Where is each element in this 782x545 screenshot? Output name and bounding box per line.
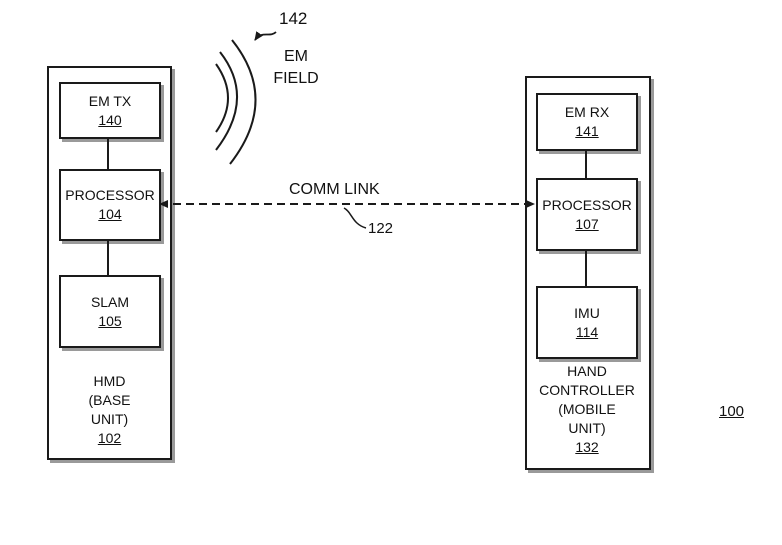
controller-ref: 132 [575,439,599,455]
system-ref: 100 [719,403,745,420]
em-tx-box: EM TX 140 [59,82,161,139]
comm-link-ref: 122 [368,220,394,237]
controller-unit-label: HAND CONTROLLER (MOBILE UNIT) 132 [526,362,648,457]
hmd-processor-box: PROCESSOR 104 [59,169,161,241]
hmd-processor-ref: 104 [98,206,122,222]
em-tx-ref: 140 [98,111,122,128]
em-field-arc-middle [215,51,239,151]
imu-label: IMU [574,304,600,321]
hmd-connector-top [107,138,109,169]
comm-link-leader [343,207,367,229]
controller-processor-ref: 107 [575,215,599,232]
hmd-processor-label: PROCESSOR [65,187,155,203]
em-field-arc-inner [215,63,229,133]
em-rx-box: EM RX 141 [536,93,638,151]
controller-processor-label: PROCESSOR [542,196,632,213]
imu-ref: 114 [575,323,599,340]
em-field-label: EM FIELD [273,48,319,87]
hmd-unit-label: HMD (BASE UNIT) 102 [49,372,170,448]
comm-link-label: COMM LINK [289,181,380,198]
slam-box: SLAM 105 [59,275,161,348]
controller-connector-bottom [585,250,587,286]
controller-connector-top [585,150,587,178]
imu-box: IMU 114 [536,286,638,359]
hmd-connector-bottom [107,240,109,275]
hmd-ref: 102 [97,430,122,446]
em-rx-label: EM RX [564,104,610,120]
em-field-arc-outer [229,39,257,165]
slam-ref: 105 [98,312,122,329]
em-rx-ref: 141 [575,123,599,139]
controller-processor-box: PROCESSOR 107 [536,178,638,251]
em-field-ref: 142 [279,9,308,28]
slam-label: SLAM [90,293,130,310]
em-field-leader [254,31,277,41]
em-tx-label: EM TX [88,92,132,109]
